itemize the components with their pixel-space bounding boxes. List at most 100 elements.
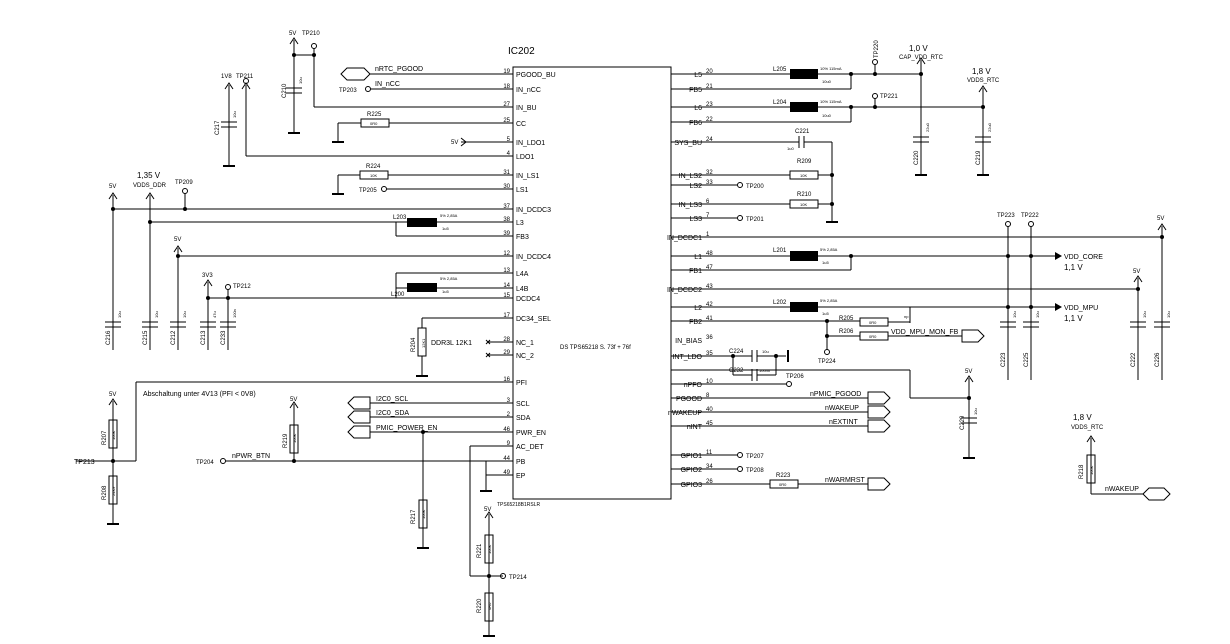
val-r223: 0R0 [779, 482, 787, 487]
pin-name: SDA [516, 415, 531, 422]
pin-number: 18 [503, 84, 510, 90]
label-c233: C233 [221, 330, 227, 345]
pin-number: 40 [706, 407, 713, 413]
label-l205: L205 [773, 67, 787, 73]
pin-number: 37 [503, 204, 510, 210]
pin-name: PGOOD_BU [516, 72, 556, 79]
pin-name: FB2 [689, 319, 702, 326]
label-nwakeup: nWAKEUP [825, 405, 859, 412]
pin-name: FB6 [689, 120, 702, 127]
label-nwakeup-2: nWAKEUP [1105, 486, 1139, 493]
label-r210: R210 [797, 192, 812, 198]
pin-name: FB1 [689, 268, 702, 275]
label-vdds-rtc-2: VDDS_RTC [1071, 425, 1104, 431]
val-r225: 0R0 [370, 121, 378, 126]
nwakeup-port-2 [1142, 487, 1171, 501]
label-in-ncc: IN_nCC [375, 81, 400, 88]
label-tp210: TP210 [302, 31, 320, 37]
label-c219: C219 [976, 150, 982, 165]
label-1v8: 1V8 [221, 74, 232, 80]
val-c224: 10u [762, 349, 769, 354]
val-l200: 1u5 [442, 289, 449, 294]
pin-name: EP [516, 473, 526, 480]
pin-name: SYS_BU [674, 140, 702, 147]
label-vdd-core: VDD_CORE [1064, 254, 1103, 261]
val-c226: 10u [1166, 311, 1171, 318]
pin-name: FB5 [689, 87, 702, 94]
label-tp223: TP223 [997, 213, 1015, 219]
val-c216: 10u [117, 311, 122, 318]
pin-name: PFI [516, 380, 527, 387]
pin-number: 24 [706, 137, 713, 143]
pin-name: PGOOD [676, 396, 702, 403]
val-r217: 100K [421, 509, 426, 519]
label-npmic-pgood: nPMIC_PGOOD [810, 391, 861, 398]
val-r205: 0R0 [869, 320, 877, 325]
pin-name: nINT [687, 424, 703, 431]
val-c212: 10u [182, 311, 187, 318]
label-c213: C213 [201, 330, 207, 345]
label-3v3: 3V3 [202, 273, 213, 279]
label-5v-dcdc2: 5V [1133, 269, 1140, 275]
pin-name: IN_DCDC3 [516, 207, 551, 214]
label-nextint: nEXTINT [829, 419, 859, 426]
pin-number: 46 [503, 427, 510, 433]
pin-number: 3 [507, 398, 511, 404]
pin-number: 32 [706, 170, 713, 176]
pin-number: 33 [706, 180, 713, 186]
val-r224: 10K [370, 173, 377, 178]
pin-number: 42 [706, 302, 713, 308]
label-5v-tp210: 5V [289, 31, 296, 37]
pin-number: 12 [503, 251, 510, 257]
label-tp224: TP224 [818, 359, 836, 365]
pin-number: 30 [503, 184, 510, 190]
val-l201: 1u5 [822, 260, 829, 265]
pin-name: LS1 [516, 187, 529, 194]
pin-number: 28 [503, 337, 510, 343]
label-l201: L201 [773, 248, 787, 254]
pin-number: 23 [706, 102, 713, 108]
pin-number: 5 [507, 137, 511, 143]
label-tp203: TP203 [339, 88, 357, 94]
r208 [108, 475, 118, 505]
pin-number: 31 [503, 170, 510, 176]
label-r217: R217 [411, 509, 417, 524]
pin-number: 10 [706, 379, 713, 385]
pin-name: L1 [694, 254, 702, 261]
pin-name: IN_nCC [516, 87, 541, 94]
pin-name: L4B [516, 286, 529, 293]
pin-number: 47 [706, 265, 713, 271]
label-tp209: TP209 [175, 180, 193, 186]
label-r205: R205 [839, 316, 854, 322]
r221 [484, 534, 494, 564]
label-pmic-power-en: PMIC_POWER_EN [376, 425, 437, 432]
label-r220: R220 [477, 598, 483, 613]
label-c220: C220 [914, 150, 920, 165]
val-r218: 100K [1089, 465, 1094, 475]
pin-number: 41 [706, 316, 713, 322]
val-c221: 1u0 [787, 146, 794, 151]
val-c232: 100n0 [759, 368, 771, 373]
spec-l201: 5% 2,85A [820, 247, 838, 252]
labels: nRTC_PGOOD TP203 IN_nCC 5V TP210 C210 10… [74, 31, 1171, 613]
pin-number: 15 [503, 293, 510, 299]
l202 [790, 302, 818, 312]
pin-number: 48 [706, 251, 713, 257]
label-r223: R223 [776, 473, 791, 479]
r207 [108, 419, 118, 449]
label-r206: R206 [839, 329, 854, 335]
pin-number: 8 [706, 393, 710, 399]
pin-number: 45 [706, 421, 713, 427]
volt-vdds-rtc: 1,8 V [972, 67, 991, 76]
label-i2c-sda: I2C0_SDA [376, 410, 409, 417]
pin-name: AC_DET [516, 444, 544, 451]
label-i2c-scl: I2C0_SCL [376, 396, 408, 403]
volt-vdd-mpu: 1,1 V [1064, 314, 1083, 323]
label-tp222: TP222 [1021, 213, 1039, 219]
pin-number: 11 [706, 450, 713, 456]
val-r208: 24K9 [111, 486, 116, 496]
val-r207: 100K [111, 430, 116, 440]
l204 [790, 102, 818, 112]
label-5v-bias: 5V [965, 369, 972, 375]
